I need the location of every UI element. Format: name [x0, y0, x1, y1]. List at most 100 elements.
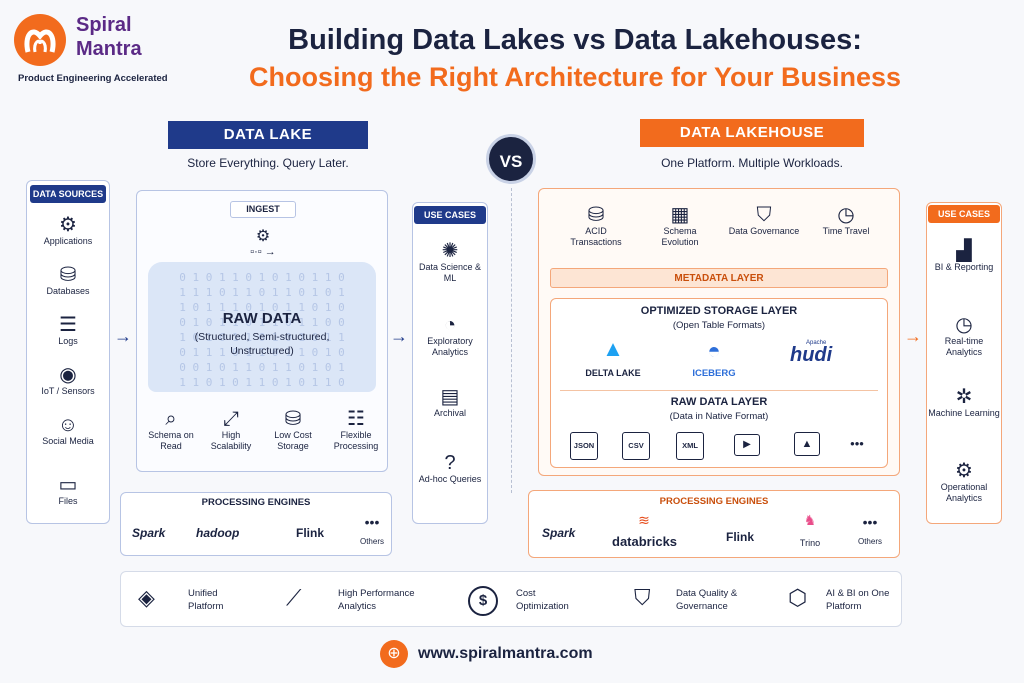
cap-time-travel: ◷ Time Travel	[810, 204, 882, 237]
usecase-label: Real-time Analytics	[944, 336, 984, 357]
source-label: Social Media	[42, 436, 94, 446]
lakehouse-processing-engines-panel	[528, 490, 900, 558]
usecase-data-science: ✺ Data Science & ML	[414, 240, 486, 284]
neural-network-icon: ✲	[955, 386, 973, 408]
usecase-bi-reporting: ▟ BI & Reporting	[928, 240, 1000, 273]
more-dots-icon: •••	[364, 514, 380, 530]
lakehouse-use-cases-title: USE CASES	[928, 205, 1000, 223]
trino-bunny-icon: ♞	[803, 512, 817, 528]
iceberg-logo: ICEBERG	[692, 368, 736, 379]
center-divider	[511, 188, 512, 493]
database-icon: ⛁	[284, 408, 302, 430]
database-check-icon: ⛁	[587, 204, 605, 226]
dollar-icon: $	[468, 586, 498, 616]
grid-table-icon: ▦	[670, 204, 690, 226]
source-social-media: ☺ Social Media	[30, 414, 106, 447]
lake-use-cases-panel	[412, 202, 488, 524]
data-lake-header: DATA LAKE	[168, 121, 368, 149]
more-dots-icon: •••	[862, 514, 878, 530]
usecase-archival: ▤ Archival	[414, 386, 486, 419]
page-subtitle: Choosing the Right Architecture for Your…	[248, 62, 902, 92]
layer-divider	[560, 390, 878, 391]
feature-label: Low Cost Storage	[274, 430, 312, 451]
delta-lake-icon: ▲	[602, 336, 624, 361]
json-file-icon: JSON	[570, 432, 598, 460]
source-label: Databases	[46, 286, 90, 296]
usecase-exploratory: ◔ Exploratory Analytics	[414, 314, 486, 358]
cap-schema-evolution: ▦ Schema Evolution	[644, 204, 716, 248]
brand-tagline: Product Engineering Accelerated	[18, 73, 168, 84]
benefit-high-performance: High Performance Analytics	[338, 588, 415, 612]
data-sources-title: DATA SOURCES	[30, 185, 106, 203]
source-logs: ☰ Logs	[30, 314, 106, 347]
source-label: Logs	[58, 336, 78, 346]
feature-schema-on-read: ⌕ Schema on Read	[142, 408, 200, 452]
benefit-data-quality: Data Quality & Governance	[676, 588, 738, 612]
video-play-icon: ▶	[734, 434, 760, 456]
data-sources-panel	[26, 180, 110, 524]
data-lakehouse-subtitle: One Platform. Multiple Workloads.	[661, 156, 843, 170]
feature-label: Schema on Read	[148, 430, 194, 451]
ingest-gear-icon: ⚙	[255, 228, 271, 245]
line-chart-icon: ⟋	[286, 585, 302, 610]
raw-data-description: (Structured, Semi-structured, Unstructur…	[194, 331, 330, 357]
source-databases: ⛁ Databases	[30, 264, 106, 297]
hadoop-logo: hadoop	[196, 526, 240, 540]
spark-logo: Spark	[542, 526, 576, 540]
website-link[interactable]: www.spiralmantra.com	[418, 645, 593, 662]
flink-logo: Flink	[296, 526, 325, 540]
cap-label: ACID Transactions	[570, 226, 622, 247]
clock-icon: ◷	[837, 204, 855, 226]
lake-processing-engines-panel	[120, 492, 392, 556]
usecase-label: BI & Reporting	[934, 262, 994, 272]
expand-arrows-icon: ⤢	[223, 408, 239, 430]
flink-logo: Flink	[726, 530, 755, 544]
engines-others: Others	[359, 537, 384, 546]
cap-label: Schema Evolution	[661, 226, 699, 247]
cap-acid: ⛁ ACID Transactions	[560, 204, 632, 248]
benefit-unified-platform: Unified Platform	[188, 588, 224, 612]
document-question-icon: ?	[444, 452, 456, 474]
arrow-right-icon: →	[904, 326, 922, 346]
raw-data-lake: 0 1 0 1 1 0 1 0 1 0 1 1 0 1 1 1 0 1 1 0 …	[148, 262, 376, 392]
storage-layer-title: OPTIMIZED STORAGE LAYER	[640, 305, 798, 317]
feature-low-cost-storage: ⛁ Low Cost Storage	[264, 408, 322, 452]
benefit-cost-optimization: Cost Optimization	[516, 588, 569, 612]
archive-box-icon: ▤	[440, 386, 460, 408]
source-iot: ◉ IoT / Sensors	[30, 364, 106, 397]
sensor-signal-icon: ◉	[59, 364, 77, 386]
brand-name-line2: Mantra	[76, 38, 142, 60]
arrow-right-icon: →	[114, 326, 132, 346]
ingest-label: INGEST	[230, 201, 296, 218]
globe-icon: ⊕	[380, 640, 408, 668]
hudi-apache-label: Apache	[806, 340, 827, 346]
usecase-label: Operational Analytics	[940, 482, 988, 503]
cap-label: Time Travel	[822, 226, 870, 236]
feature-label: High Scalability	[210, 430, 252, 451]
arrow-right-icon: →	[390, 326, 408, 346]
layers-icon: ◈	[138, 585, 155, 610]
storage-layer-subtitle: (Open Table Formats)	[672, 320, 766, 331]
usecase-realtime: ◷ Real-time Analytics	[928, 314, 1000, 358]
shield-lock-icon: ⛉	[756, 204, 772, 226]
storage-layers-panel	[550, 298, 888, 468]
usecase-label: Exploratory Analytics	[427, 336, 473, 357]
iceberg-icon: ◓	[707, 338, 721, 363]
lake-use-cases-title: USE CASES	[414, 206, 486, 224]
usecase-ml: ✲ Machine Learning	[928, 386, 1000, 419]
vs-badge: VS	[486, 134, 536, 184]
stopwatch-icon: ◷	[955, 314, 973, 336]
network-cube-icon: ⬡	[788, 585, 808, 610]
metadata-layer: METADATA LAYER	[550, 268, 888, 288]
raw-data-title: RAW DATA	[222, 310, 302, 327]
usecase-label: Ad-hoc Queries	[418, 474, 482, 484]
data-lake-subtitle: Store Everything. Query Later.	[187, 156, 349, 170]
chart-magnifier-icon: ◔	[443, 314, 457, 336]
document-log-icon: ☰	[59, 314, 77, 336]
chat-people-icon: ☺	[57, 414, 79, 436]
xml-file-icon: XML	[676, 432, 704, 460]
raw-data-layer-title: RAW DATA LAYER	[670, 396, 768, 408]
lake-engines-title: PROCESSING ENGINES	[201, 497, 311, 508]
usecase-label: Archival	[433, 408, 466, 418]
usecase-label: Machine Learning	[928, 408, 1000, 418]
